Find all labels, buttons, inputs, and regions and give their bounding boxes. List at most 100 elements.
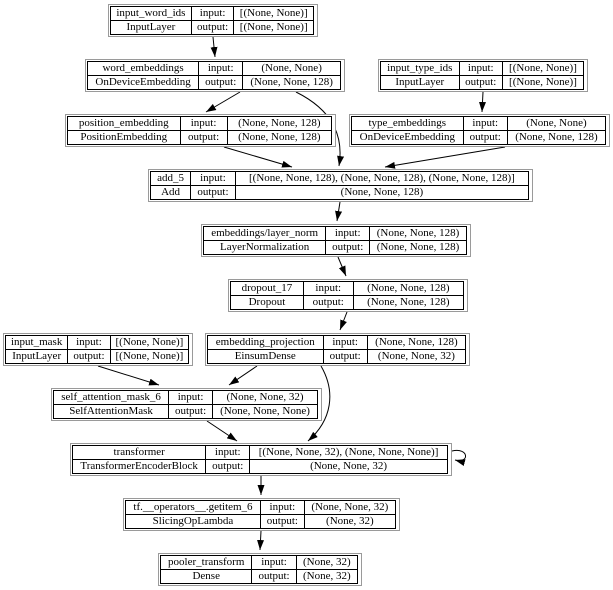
layer-class: InputLayer <box>4 349 69 364</box>
input-label: input: <box>168 390 214 405</box>
edge-self-attention-mask-6-to-transformer <box>206 420 238 442</box>
output-shape: (None, None, 128) <box>242 75 341 90</box>
output-shape: [(None, None)] <box>109 349 190 364</box>
layer-name: transformer <box>71 445 207 460</box>
input-shape: (None, None) <box>506 116 607 131</box>
output-shape: (None, None, 32) <box>249 459 448 474</box>
edge-transformer-to-transformer <box>451 449 466 466</box>
edge-type-embeddings-to-add-5 <box>384 146 506 169</box>
output-shape: (None, None, 32) <box>366 349 467 364</box>
layer-name: position_embedding <box>67 116 181 131</box>
input-label: input: <box>322 335 368 350</box>
input-label: input: <box>67 335 111 350</box>
output-label: output: <box>179 130 228 145</box>
output-shape: (None, None, 128) <box>506 130 607 145</box>
layer-class: InputLayer <box>380 75 460 90</box>
input-label: input: <box>458 61 503 76</box>
layer-class: TransformerEncoderBlock <box>71 459 207 474</box>
layer-name: input_type_ids <box>380 61 460 76</box>
input-shape: (None, 32) <box>295 555 359 570</box>
input-shape: (None, None) <box>242 61 341 76</box>
output-label: output: <box>67 349 111 364</box>
input-shape: [(None, None, 128), (None, None, 128), (… <box>234 171 530 186</box>
input-label: input: <box>259 500 305 515</box>
input-shape: (None, None, 128) <box>369 226 467 241</box>
input-shape: (None, None, 128) <box>366 335 467 350</box>
output-shape: (None, 32) <box>295 569 359 584</box>
edge-embedding-projection-to-self-attention-mask-6 <box>228 365 258 386</box>
layer-class: Dense <box>159 569 253 584</box>
output-shape: (None, None, 128) <box>234 185 530 200</box>
layer-name: input_word_ids <box>110 6 192 21</box>
output-label: output: <box>190 20 235 35</box>
input-shape: (None, None, 128) <box>226 116 333 131</box>
input-shape: (None, None, 32) <box>303 500 397 515</box>
edge-embeddings-layer-norm-to-dropout-17 <box>337 256 347 277</box>
output-label: output: <box>168 404 214 419</box>
input-label: input: <box>325 226 371 241</box>
layer-name: input_mask <box>4 335 69 350</box>
output-label: output: <box>322 349 368 364</box>
layer-class: OnDeviceEmbedding <box>351 130 464 145</box>
input-label: input: <box>190 171 236 186</box>
layer-name: self_attention_mask_6 <box>52 390 170 405</box>
layer-class: LayerNormalization <box>202 240 327 255</box>
output-shape: (None, 32) <box>303 514 397 529</box>
layer-name: embedding_projection <box>207 335 324 350</box>
layer-name: pooler_transform <box>159 555 253 570</box>
input-label: input: <box>179 116 228 131</box>
output-shape: (None, None, 128) <box>369 240 467 255</box>
output-label: output: <box>259 514 305 529</box>
output-label: output: <box>190 185 236 200</box>
input-label: input: <box>302 281 354 296</box>
output-shape: [(None, None)] <box>233 20 314 35</box>
input-shape: [(None, None, 32), (None, None, None)] <box>249 445 448 460</box>
edge-input-mask-to-self-attention-mask-6 <box>97 365 160 386</box>
output-shape: [(None, None)] <box>501 75 585 90</box>
layer-class: Dropout <box>230 295 304 310</box>
input-shape: (None, None, 128) <box>352 281 465 296</box>
output-shape: (None, None, None) <box>212 404 318 419</box>
output-label: output: <box>205 459 251 474</box>
layer-class: EinsumDense <box>207 349 324 364</box>
input-label: input: <box>190 6 235 21</box>
edge-input-type-ids-to-type-embeddings <box>479 91 486 113</box>
edge-word-embeddings-to-position-embedding <box>205 91 241 113</box>
input-label: input: <box>198 61 244 76</box>
input-shape: [(None, None)] <box>109 335 190 350</box>
layer-class: InputLayer <box>110 20 192 35</box>
output-label: output: <box>198 75 244 90</box>
layer-class: SlicingOpLambda <box>125 514 261 529</box>
edge-embedding-projection-to-transformer <box>307 365 331 442</box>
layer-name: embeddings/layer_norm <box>202 226 327 241</box>
layer-class: SelfAttentionMask <box>52 404 170 419</box>
layer-class: PositionEmbedding <box>67 130 181 145</box>
